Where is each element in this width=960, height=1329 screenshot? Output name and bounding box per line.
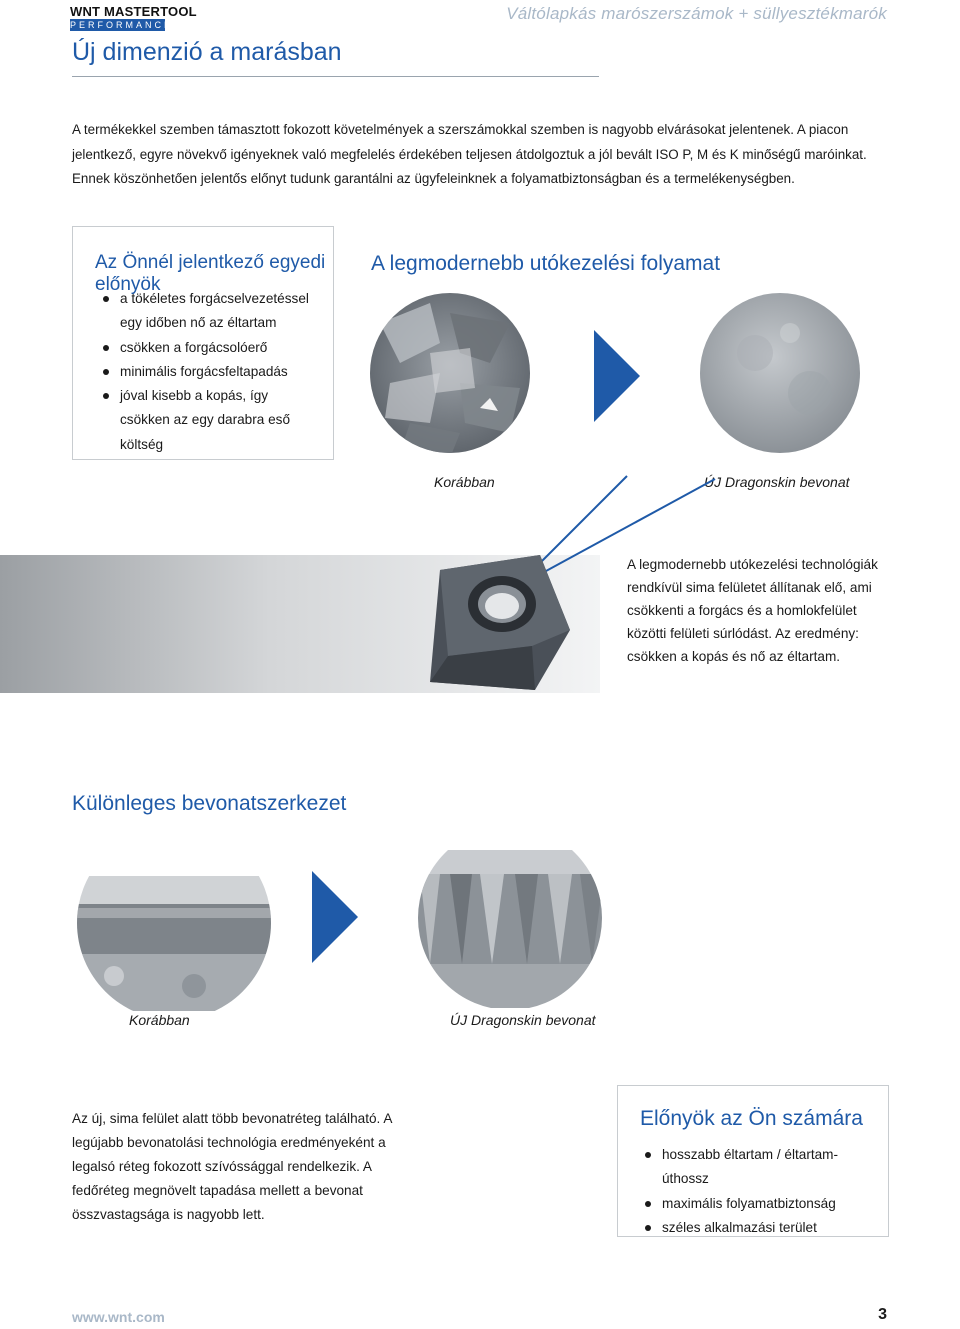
- page-title: Új dimenzió a marásban: [72, 38, 342, 66]
- benefits-list: hosszabb éltartam / éltartam-úthossz max…: [642, 1143, 882, 1240]
- surface-before-image: [370, 293, 530, 453]
- list-item: hosszabb éltartam / éltartam-úthossz: [642, 1143, 882, 1192]
- list-item: jóval kisebb a kopás, így csökken az egy…: [100, 384, 315, 457]
- coating-description: Az új, sima felület alatt több bevonatré…: [72, 1111, 392, 1222]
- insert-with-callouts-image: [430, 475, 716, 690]
- caption-before: Korábban: [434, 474, 495, 490]
- benefits-box: Előnyök az Ön számára hosszabb éltartam …: [617, 1085, 889, 1237]
- page-number: 3: [878, 1306, 887, 1323]
- list-item: a tökéletes forgácselvezetéssel egy időb…: [100, 287, 315, 336]
- coating-before-image: [77, 836, 271, 1011]
- logo-wordmark: WNT MASTERTOOL: [70, 4, 197, 19]
- intro-paragraph: A termékekkel szemben támasztott fokozot…: [72, 122, 867, 186]
- coating-caption-before: Korábban: [129, 1012, 190, 1028]
- process-heading: A legmodernebb utókezelési folyamat: [371, 252, 721, 275]
- arrow-right-icon: [312, 871, 358, 963]
- surface-after-image: [700, 293, 860, 453]
- coating-heading: Különleges bevonatszerkezet: [72, 792, 347, 815]
- list-item: minimális forgácsfeltapadás: [100, 360, 315, 384]
- list-item: csökken a forgácsolóerő: [100, 336, 315, 360]
- logo-performance-bar: PERFORMANCE: [70, 19, 174, 31]
- advantages-list: a tökéletes forgácselvezetéssel egy időb…: [100, 287, 315, 457]
- title-divider: [72, 76, 599, 77]
- caption-after: ÚJ Dragonskin bevonat: [704, 474, 850, 490]
- process-description: A legmodernebb utókezelési technológiák …: [627, 557, 878, 664]
- advantages-box: Az Önnél jelentkező egyedi előnyök a tök…: [72, 226, 334, 460]
- benefits-heading: Előnyök az Ön számára: [640, 1107, 863, 1130]
- list-item: széles alkalmazási terület: [642, 1216, 882, 1240]
- arrow-right-icon: [594, 330, 640, 422]
- advantages-heading: Az Önnél jelentkező egyedi előnyök: [95, 252, 326, 295]
- footer-url-link[interactable]: www.wnt.com: [72, 1309, 165, 1325]
- header-subtitle: Váltólapkás marószerszámok + süllyeszték…: [506, 4, 887, 23]
- coating-caption-after: ÚJ Dragonskin bevonat: [450, 1012, 596, 1028]
- list-item: maximális folyamatbiztonság: [642, 1192, 882, 1216]
- coating-after-image: [418, 828, 602, 1008]
